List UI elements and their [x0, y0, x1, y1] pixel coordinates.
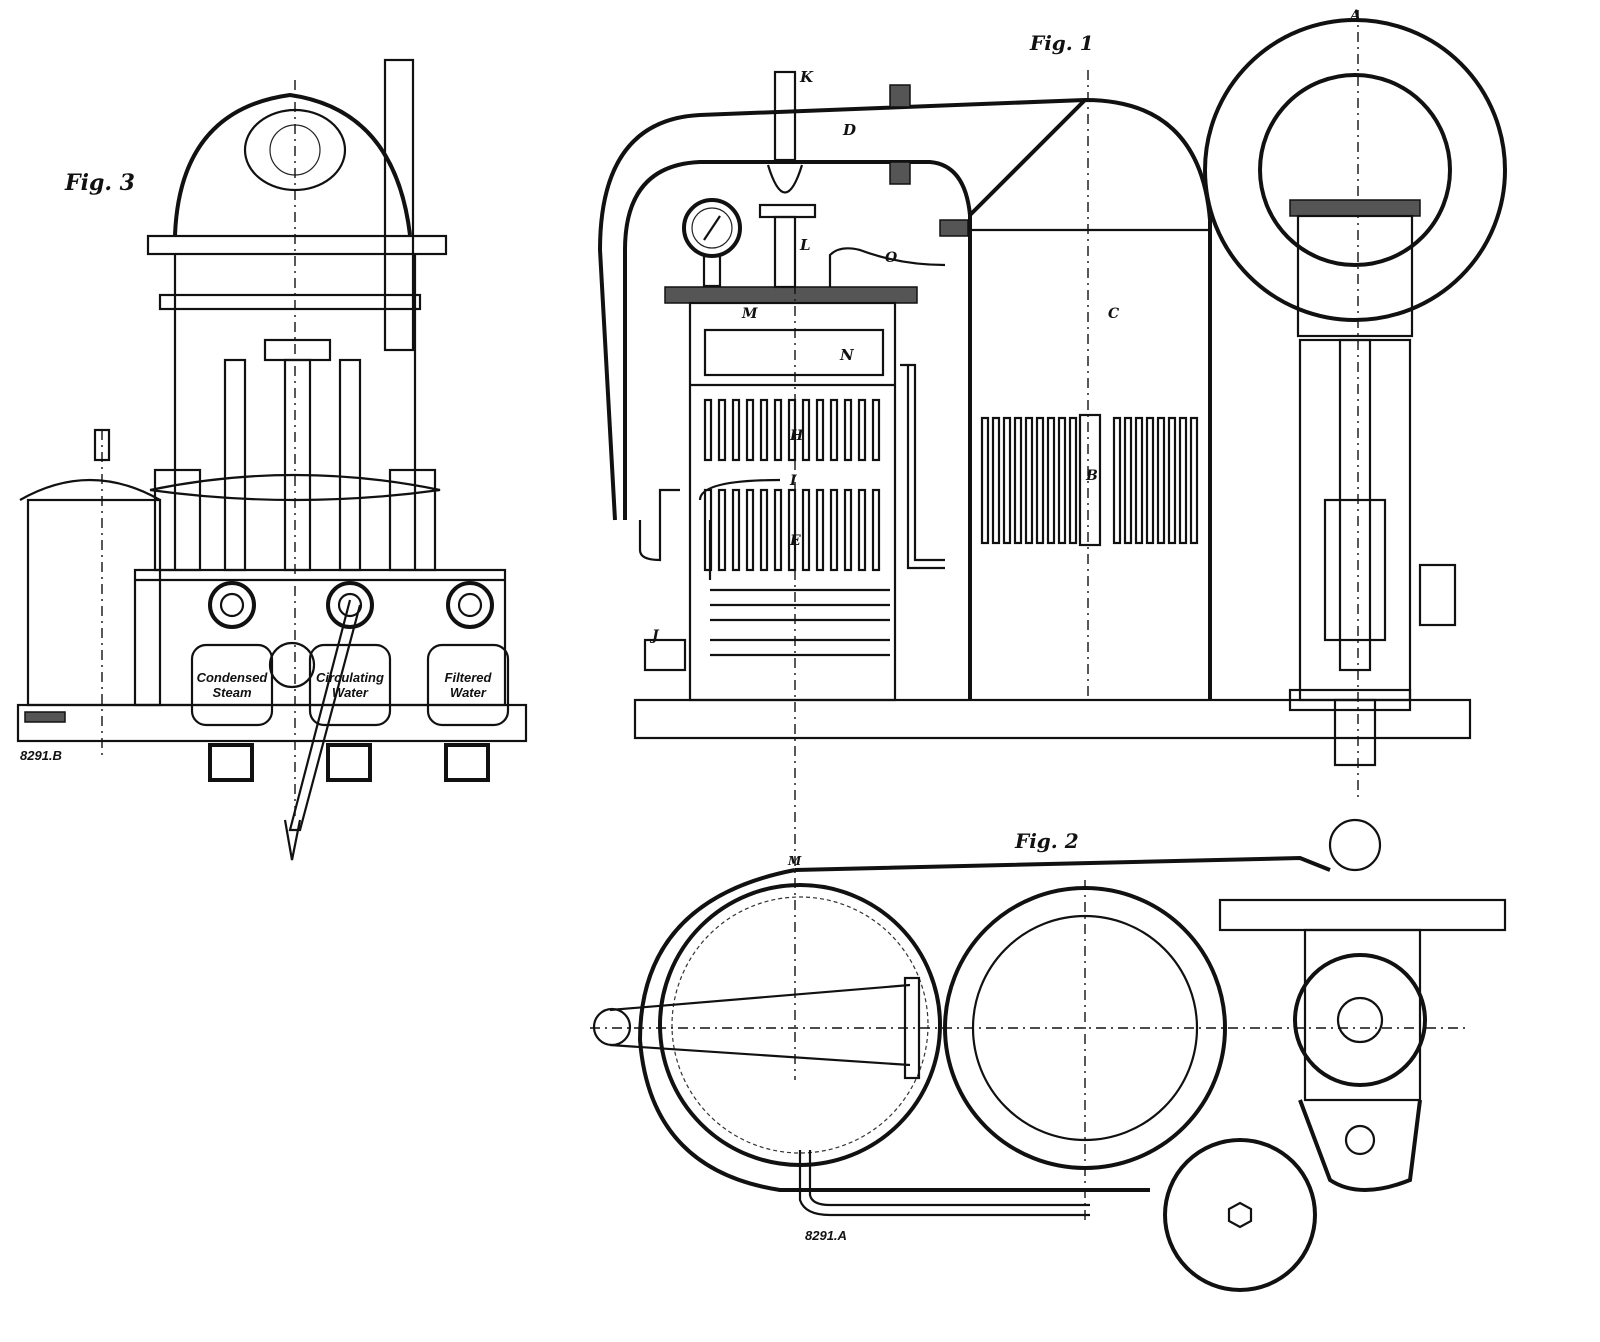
- fig1-drawing: Fig. 1: [597, 8, 1507, 1080]
- fig3-drawing-number: 8291.B: [20, 748, 62, 763]
- fin: [1189, 416, 1199, 545]
- fig3-drawing: Fig. 3 Condensed: [16, 58, 528, 861]
- fin: [843, 398, 853, 462]
- fin: [759, 398, 769, 462]
- plate-condensed-steam-line2: Steam: [212, 685, 251, 700]
- fig1-title: Fig. 1: [1029, 31, 1094, 55]
- label-D: D: [842, 121, 856, 139]
- fin: [1035, 416, 1045, 545]
- label-M: M: [741, 306, 758, 322]
- fig2-drawing: Fig. 2 M 8291.A: [590, 818, 1507, 1292]
- fin: [1068, 416, 1078, 545]
- fig2-title: Fig. 2: [1014, 829, 1079, 853]
- fin: [980, 416, 990, 545]
- fin: [787, 398, 797, 462]
- cooling-fins: [703, 398, 1199, 572]
- fin: [787, 488, 797, 572]
- label-K: K: [799, 68, 814, 86]
- fin: [1178, 416, 1188, 545]
- label-N: N: [839, 346, 855, 364]
- label-B: B: [1085, 468, 1098, 484]
- fig3-title: Fig. 3: [64, 170, 135, 196]
- fin: [991, 416, 1001, 545]
- fin: [1156, 416, 1166, 545]
- plate-filtered-water-line2: Water: [450, 685, 487, 700]
- fin: [773, 398, 783, 462]
- fin: [829, 488, 839, 572]
- fin: [703, 398, 713, 462]
- label-H: H: [789, 428, 804, 444]
- fig2-drawing-number: 8291.A: [805, 1228, 847, 1243]
- label-E: E: [789, 533, 801, 549]
- fin: [1145, 416, 1155, 545]
- fin: [857, 398, 867, 462]
- fin: [829, 398, 839, 462]
- fin: [717, 398, 727, 462]
- label-C: C: [1108, 306, 1119, 322]
- label-J: J: [649, 628, 660, 644]
- plate-filtered-water-line1: Filtered: [445, 670, 493, 685]
- label-A: A: [1348, 8, 1361, 24]
- fin: [731, 488, 741, 572]
- fin: [857, 488, 867, 572]
- fin: [1123, 416, 1133, 545]
- label-I: I: [789, 473, 797, 489]
- fin: [1134, 416, 1144, 545]
- plate-circulating-water-line2: Water: [332, 685, 369, 700]
- fin: [871, 488, 881, 572]
- fin: [871, 398, 881, 462]
- label-L: L: [799, 236, 811, 254]
- fin: [815, 398, 825, 462]
- fin: [815, 488, 825, 572]
- plate-circulating-water-line1: Circulating: [316, 670, 384, 685]
- fin: [773, 488, 783, 572]
- fin: [1046, 416, 1056, 545]
- fig2-label-M: M: [787, 854, 802, 868]
- fin: [745, 488, 755, 572]
- fin: [745, 398, 755, 462]
- fin: [1057, 416, 1067, 545]
- fin: [843, 488, 853, 572]
- fin: [801, 488, 811, 572]
- plate-condensed-steam-line1: Condensed: [197, 670, 269, 685]
- fin: [1013, 416, 1023, 545]
- fin: [1112, 416, 1122, 545]
- fin: [1167, 416, 1177, 545]
- fin: [801, 398, 811, 462]
- fin: [1002, 416, 1012, 545]
- fin: [717, 488, 727, 572]
- label-O: O: [885, 250, 898, 266]
- fin: [731, 398, 741, 462]
- fin: [1024, 416, 1034, 545]
- fin: [759, 488, 769, 572]
